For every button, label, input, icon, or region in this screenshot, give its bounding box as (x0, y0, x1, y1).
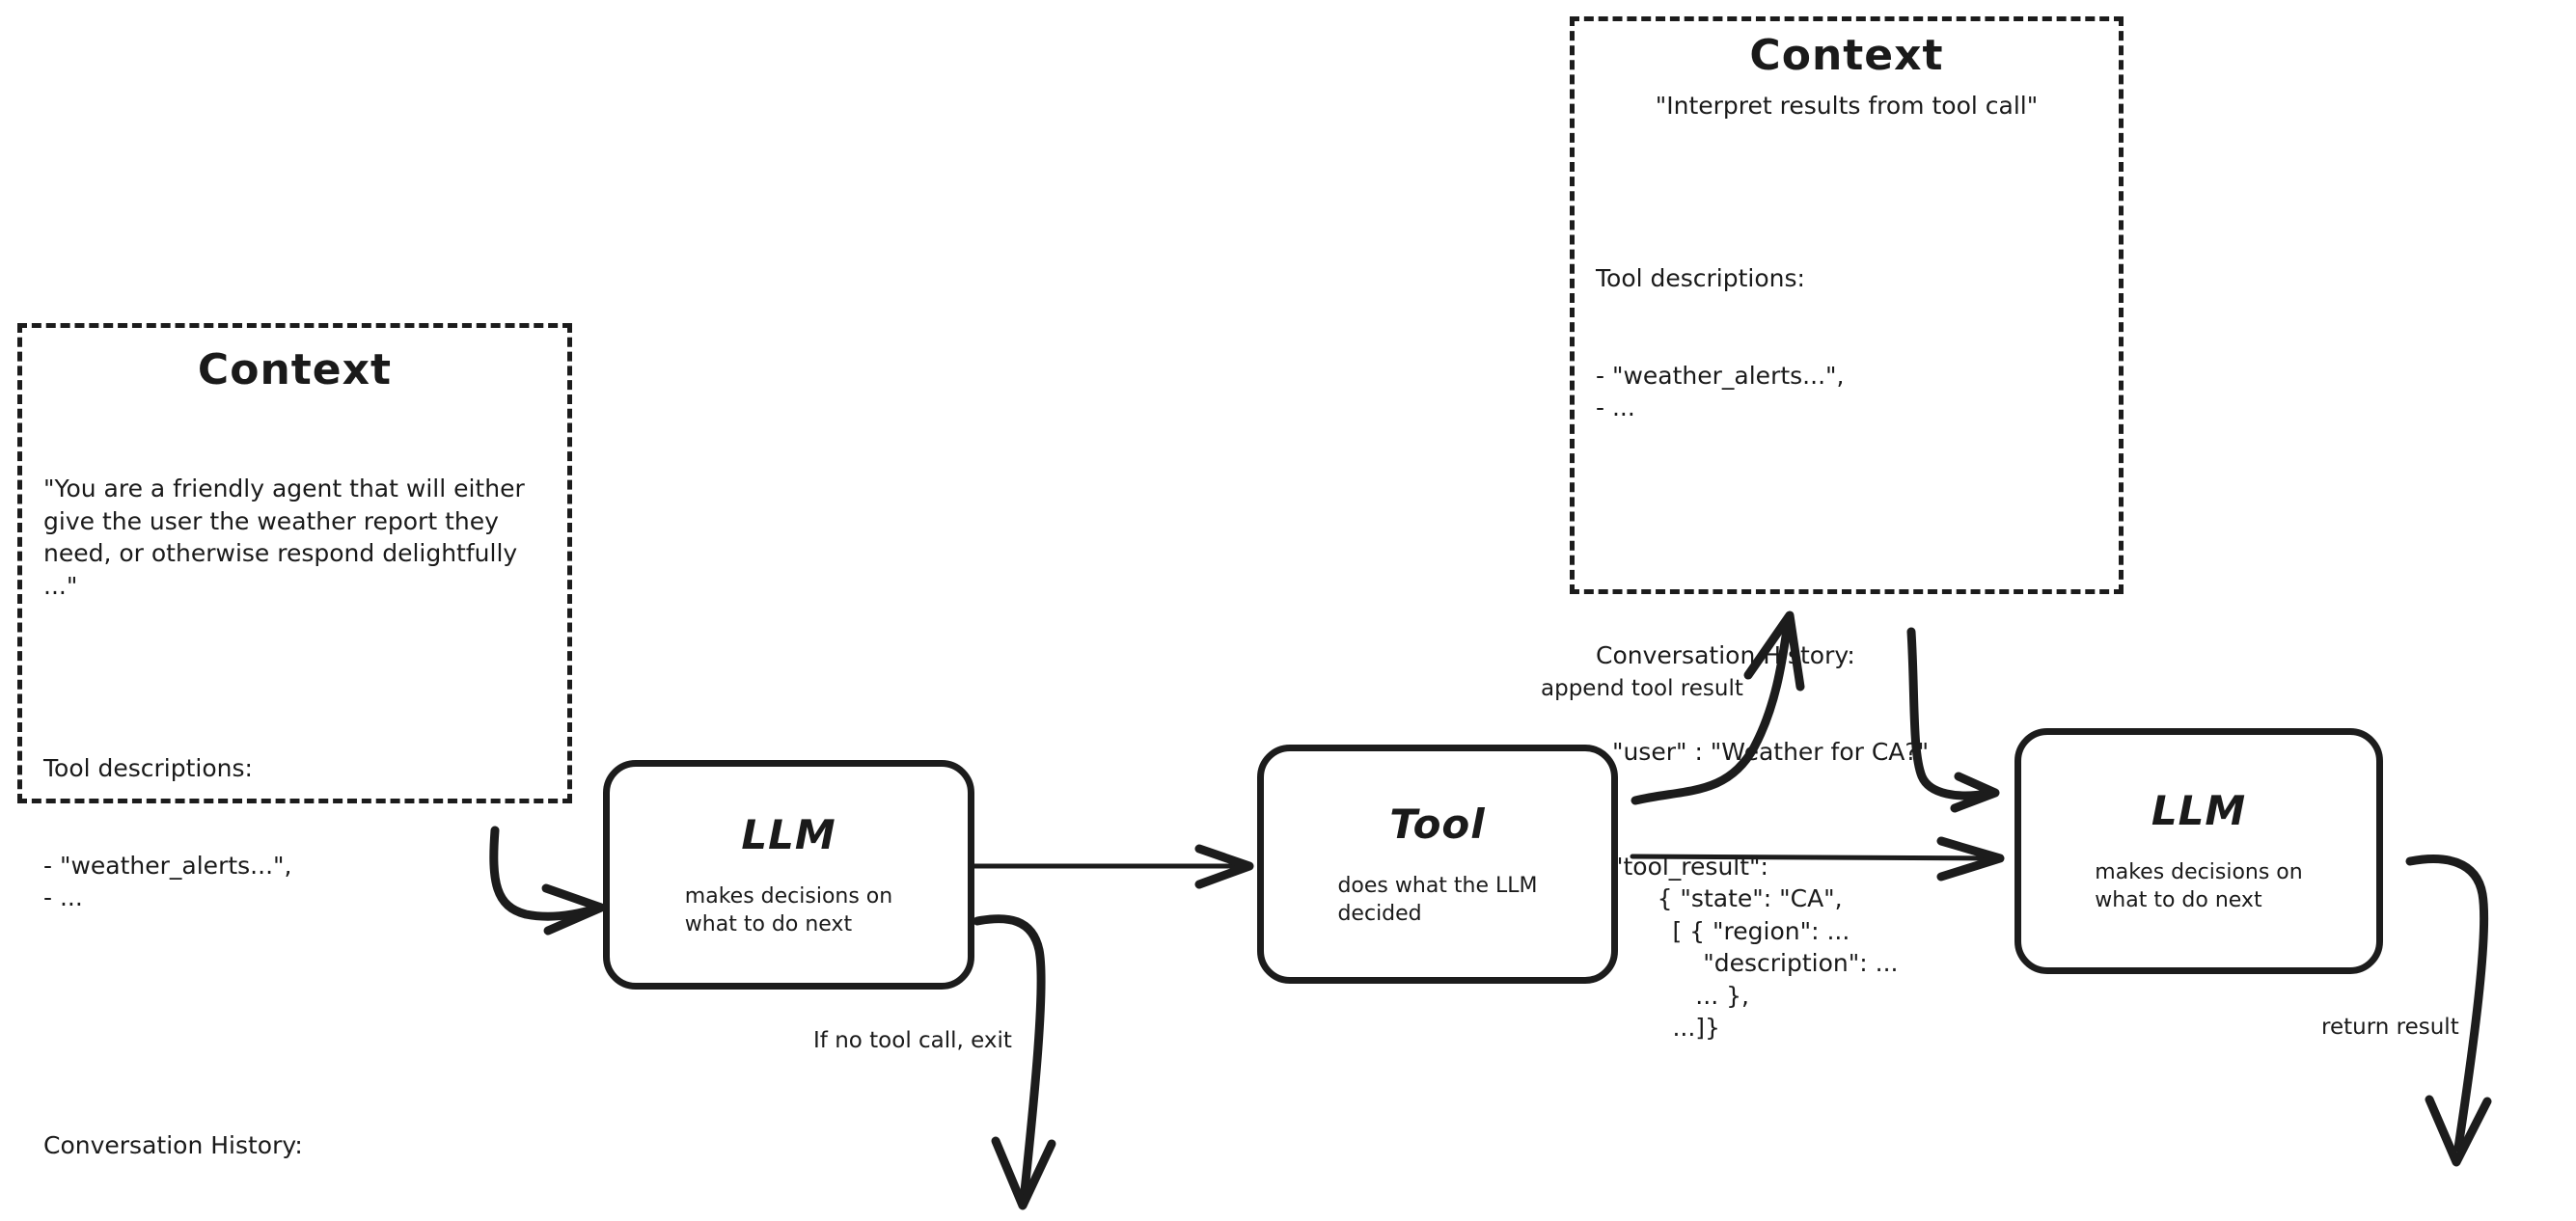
node-tool[interactable]: Tool does what the LLM decided (1257, 745, 1618, 984)
context-left-title: Context (197, 345, 393, 394)
edge-label-return-result: return result (2321, 1015, 2459, 1040)
context-left-tools: Tool descriptions: - "weather_alerts..."… (43, 688, 548, 979)
context-right-title: Context (1749, 31, 1944, 80)
context-left-system-prompt: "You are a friendly agent that will eith… (43, 475, 533, 600)
edge-label-append-tool-result: append tool result (1541, 676, 1743, 701)
node-llm-first[interactable]: LLM makes decisions on what to do next (603, 760, 974, 990)
context-right-conversation-heading: Conversation History: (1596, 640, 1855, 669)
context-right-tools: Tool descriptions: - "weather_alerts..."… (1596, 198, 2107, 489)
context-box-left: Context "You are a friendly agent that w… (17, 323, 572, 1159)
context-right-tools-items: - "weather_alerts...", - ... (1596, 361, 1845, 422)
node-llm-first-subtitle: makes decisions on what to do next (684, 883, 893, 936)
context-right-tools-heading: Tool descriptions: (1596, 264, 1805, 292)
context-left-conversation-heading: Conversation History: (43, 1130, 303, 1159)
context-right-system-prompt: "Interpret results from tool call" (1655, 92, 2039, 120)
context-left-tools-heading: Tool descriptions: (43, 754, 253, 782)
arrow-llm-to-tool (968, 844, 1254, 889)
node-llm-second-title: LLM (2151, 787, 2247, 835)
arrow-llm-second-return-down (2405, 855, 2492, 1167)
edge-label-if-no-tool-call-exit: If no tool call, exit (813, 1028, 1012, 1053)
context-right-conversation-tool-result: - "tool_result": { "state": "CA", [ { "r… (1596, 852, 1899, 1043)
node-llm-second[interactable]: LLM makes decisions on what to do next (2014, 728, 2383, 974)
node-tool-subtitle: does what the LLM decided (1337, 873, 1538, 926)
context-box-right: Context "Interpret results from tool cal… (1570, 16, 2124, 1042)
context-left-conversation: Conversation History: - "user" : "Weathe… (43, 1065, 548, 1221)
context-left-body: "You are a friendly agent that will eith… (22, 394, 567, 1221)
node-llm-first-title: LLM (741, 810, 836, 858)
context-right-body: Tool descriptions: - "weather_alerts..."… (1575, 120, 2119, 1174)
node-tool-title: Tool (1389, 800, 1486, 848)
arrow-llm-exit-down (973, 914, 1056, 1210)
node-llm-second-subtitle: makes decisions on what to do next (2095, 860, 2303, 912)
context-left-tools-items: - "weather_alerts...", - ... (43, 851, 292, 912)
